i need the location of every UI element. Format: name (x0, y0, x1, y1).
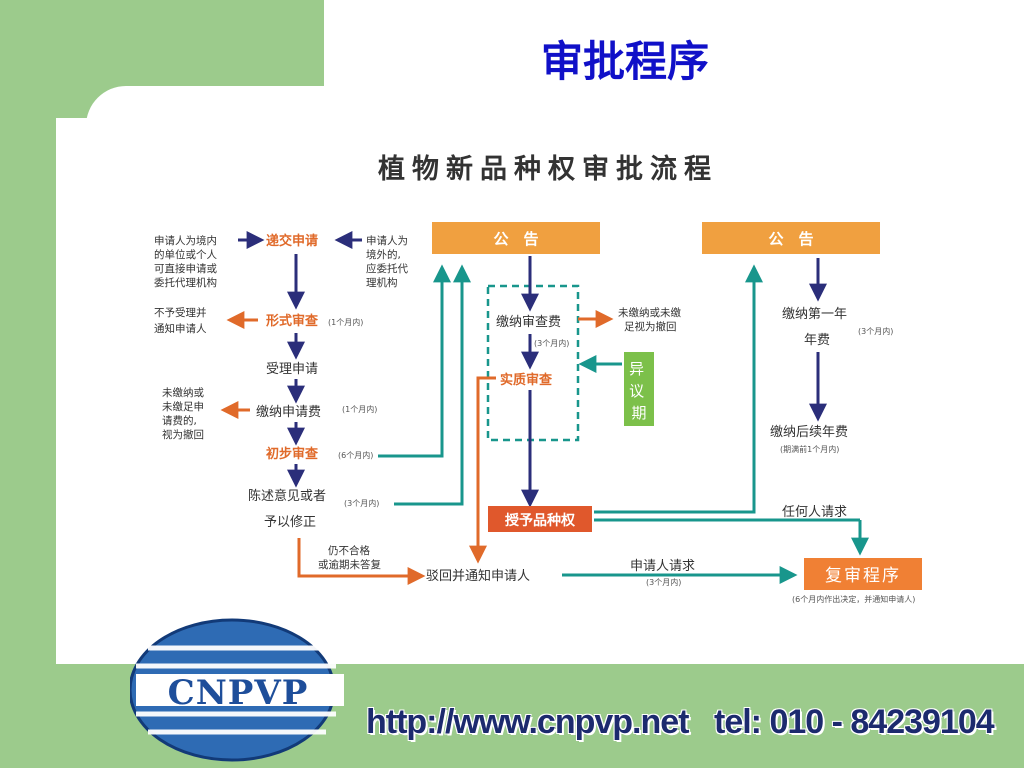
announcement-box-middle (432, 222, 600, 254)
grant-right-box (488, 506, 592, 532)
reject-and-notify: 驳回并通知申请人 (426, 568, 530, 584)
pay-application-fee: 缴纳申请费 (256, 405, 321, 420)
formal-review-time: (1个月内) (328, 317, 363, 327)
cnpvp-logo: CNPVP (130, 618, 344, 762)
foreign-note-line: 理机构 (366, 276, 398, 289)
right-column: 公 告 缴纳第一年 年费 (3个月内) 缴纳后续年费 (期满前1个月内) 任何人… (562, 222, 922, 604)
first-year-line: 缴纳第一年 (782, 307, 847, 322)
unpaid-exam-note-line: 足视为撤回 (624, 320, 677, 333)
objection-char: 期 (631, 404, 646, 422)
submit-application: 递交申请 (266, 233, 318, 249)
objection-period-boundary (486, 284, 580, 442)
preliminary-review-time: (6个月内) (338, 450, 373, 460)
domestic-note-line: 委托代理机构 (154, 276, 217, 289)
announcement-box-right (702, 222, 880, 254)
statement-line: 予以修正 (264, 515, 316, 530)
substantive-review: 实质审查 (500, 372, 553, 388)
domestic-applicant-note: 申请人为境内 的单位或个人 可直接申请或 委托代理机构 (154, 234, 220, 289)
background-left-strip (0, 600, 56, 768)
reject-note-line: 不予受理并 (154, 306, 207, 319)
statement-or-amend: 陈述意见或者 予以修正 (248, 488, 330, 530)
middle-column: 公 告 缴纳审查费 (3个月内) 未缴纳或未缴 足视为撤回 实质审查 异 议 期… (426, 222, 684, 584)
applicant-request-label: 申请人请求 (630, 559, 695, 574)
domestic-note-line: 申请人为境内 (154, 234, 217, 247)
grant-to-announcement-arrow (594, 264, 763, 514)
slide-title: 审批程序 (540, 37, 709, 86)
pay-following-years-time: (期满前1个月内) (780, 444, 839, 454)
grant-right-label: 授予品种权 (505, 512, 576, 529)
pay-exam-fee-time: (3个月内) (534, 338, 569, 348)
website-url[interactable]: http://www.cnpvp.net (366, 703, 689, 741)
reexamination-label: 复审程序 (825, 566, 901, 586)
unpaid-exam-fee-note: 未缴纳或未缴 足视为撤回 (618, 306, 684, 333)
reexamination-note: (6个月内作出决定，并通知申请人) (792, 594, 915, 604)
logo-text: CNPVP (168, 673, 309, 713)
domestic-note-line: 的单位或个人 (154, 248, 217, 261)
objection-char: 异 (629, 360, 644, 378)
statement-to-reject-arrow (297, 538, 426, 585)
objection-period-box (624, 352, 654, 426)
pay-first-year-fee: 缴纳第一年 年费 (782, 307, 851, 348)
diagram-title: 植物新品种权审批流程 (378, 153, 718, 185)
unpaid-note-line: 未缴纳或 (162, 386, 204, 399)
left-column: 申请人为境内 的单位或个人 可直接申请或 委托代理机构 申请人为 境外的, 应委… (154, 231, 426, 585)
preliminary-review: 初步审查 (266, 446, 319, 462)
unpaid-application-fee-note: 未缴纳或 未缴足申 请费的, 视为撤回 (162, 386, 207, 441)
pay-following-years-fee: 缴纳后续年费 (770, 425, 848, 440)
objection-char: 议 (629, 382, 644, 400)
applicant-request-time: (3个月内) (646, 577, 681, 587)
pay-application-fee-time: (1个月内) (342, 404, 377, 414)
still-fail-note: 仍不合格 或逾期未答复 (318, 544, 381, 571)
accept-application: 受理申请 (266, 362, 318, 377)
first-year-line: 年费 (804, 333, 830, 348)
announcement-right-label: 公 告 (768, 230, 813, 248)
pay-exam-fee: 缴纳审查费 (496, 315, 561, 330)
statement-line: 陈述意见或者 (248, 488, 326, 504)
statement-time: (3个月内) (344, 498, 379, 508)
preliminary-to-announcement-arrow (378, 264, 451, 458)
foreign-note-line: 申请人为 (366, 234, 408, 247)
unpaid-note-line: 视为撤回 (162, 428, 204, 441)
still-fail-line: 或逾期未答复 (318, 558, 381, 571)
formal-review: 形式审查 (266, 313, 319, 329)
reject-note-line: 通知申请人 (154, 322, 207, 335)
pay-first-year-time: (3个月内) (858, 326, 893, 336)
foreign-note-line: 境外的, (366, 248, 401, 261)
still-fail-line: 仍不合格 (328, 544, 370, 557)
announcement-middle-label: 公 告 (493, 230, 538, 248)
reject-note: 不予受理并 通知申请人 (154, 306, 210, 335)
anyone-request-label: 任何人请求 (782, 504, 847, 520)
domestic-note-line: 可直接申请或 (154, 262, 217, 275)
foreign-applicant-note: 申请人为 境外的, 应委托代 理机构 (366, 234, 411, 289)
substantive-to-reject-arrow (469, 376, 496, 564)
unpaid-note-line: 请费的, (162, 414, 197, 427)
unpaid-note-line: 未缴足申 (162, 400, 204, 413)
objection-period-label: 异 议 期 (629, 360, 649, 422)
reexamination-box (804, 558, 922, 590)
background-white-tab (86, 86, 1024, 146)
unpaid-exam-note-line: 未缴纳或未缴 (618, 306, 681, 319)
telephone-number: tel: 010 - 84239104 (714, 703, 995, 741)
approval-flowchart: 植物新品种权审批流程 申请人为境内 的单位或个人 可直接申请或 委托代理机构 申… (154, 153, 922, 604)
statement-to-announcement-arrow (394, 264, 471, 506)
foreign-note-line: 应委托代 (366, 262, 408, 275)
